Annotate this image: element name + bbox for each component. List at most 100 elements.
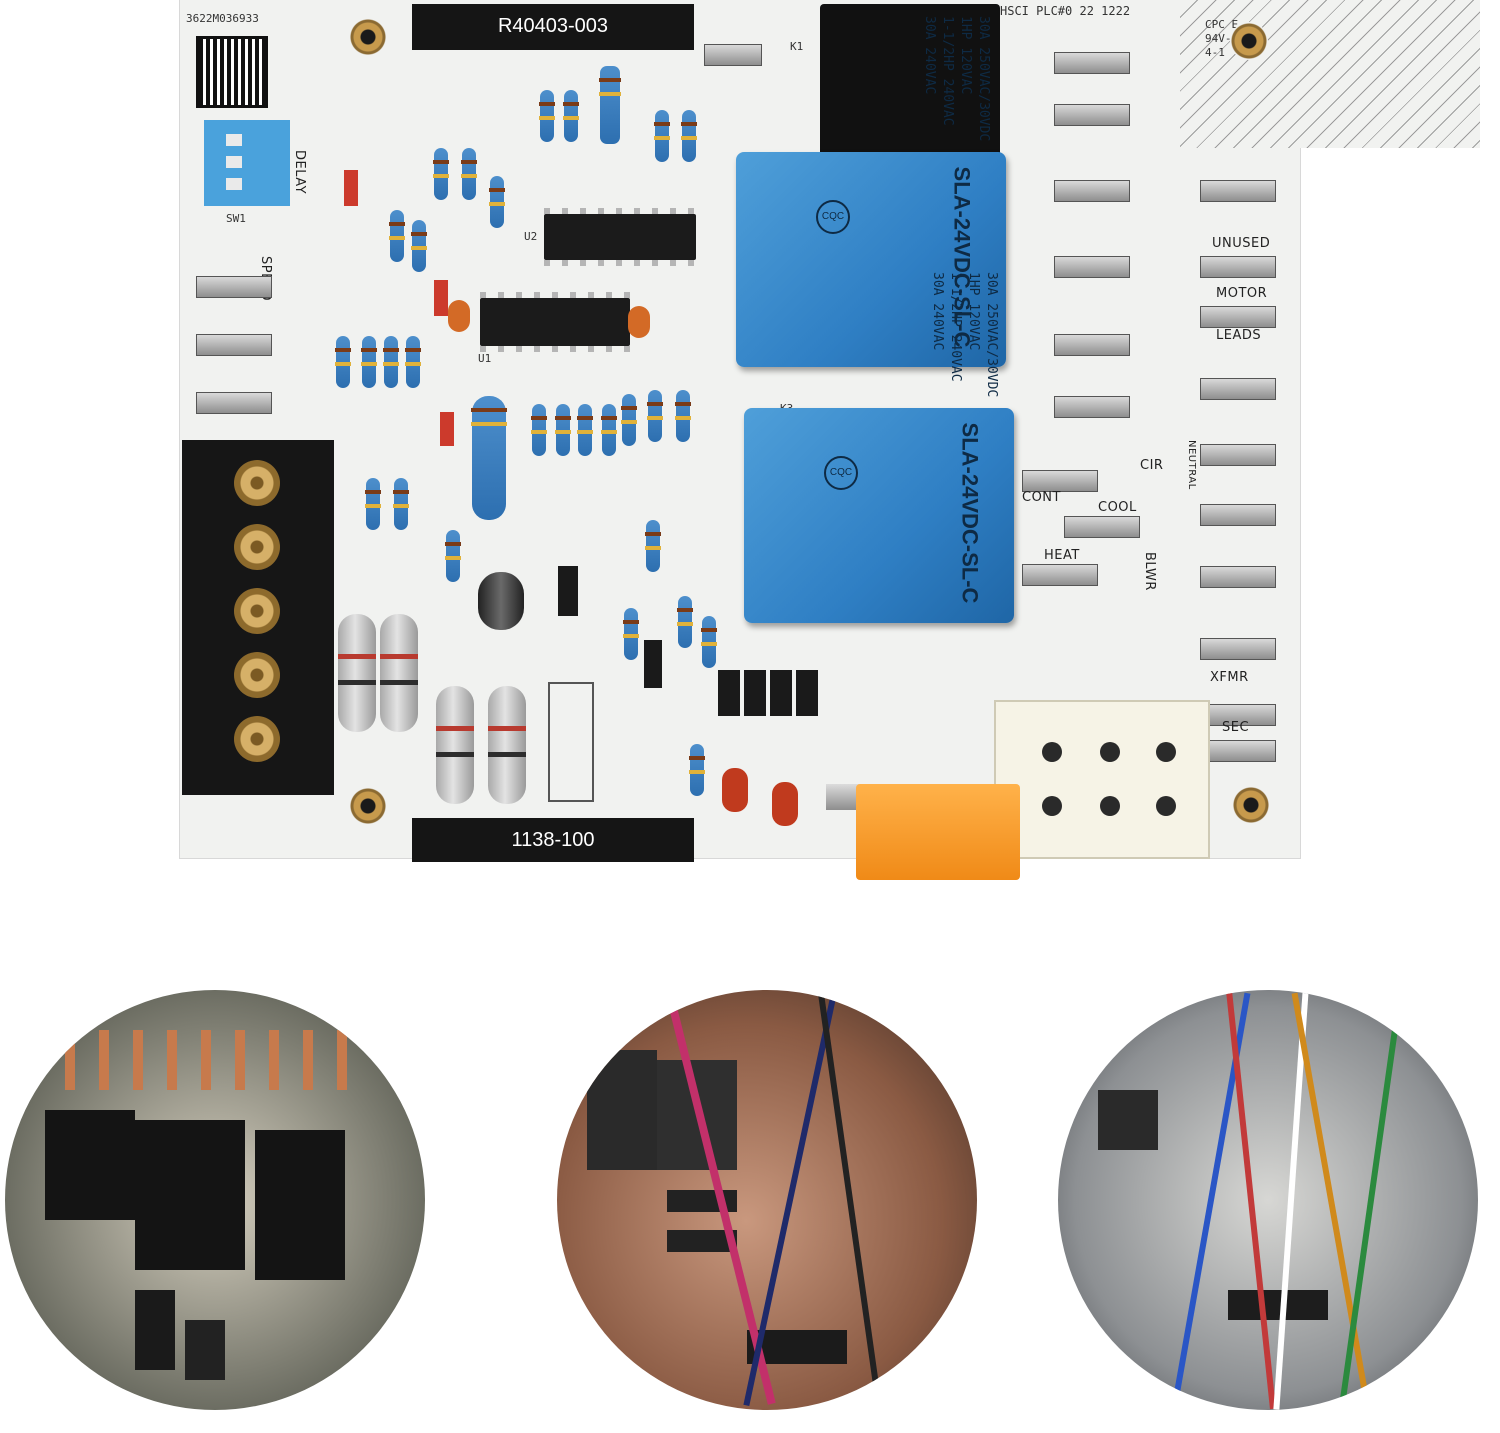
resistor [675, 390, 691, 442]
varistor [722, 768, 748, 812]
wire-connectors [65, 1030, 365, 1090]
leads-label: LEADS [1216, 328, 1262, 343]
spade-terminal [1200, 504, 1276, 526]
spade-terminal [196, 334, 272, 356]
ic-label-u1: U1 [478, 352, 492, 365]
spade-terminal [1022, 470, 1098, 492]
relay-shape [587, 1050, 657, 1170]
resistor [531, 404, 547, 456]
screw-icon [234, 460, 280, 506]
spade-terminal [1054, 334, 1130, 356]
spade-terminal [1200, 306, 1276, 328]
ic-chip-u1 [480, 292, 630, 352]
resistor [647, 390, 663, 442]
resistor [489, 176, 505, 228]
relay-k1-housing [820, 4, 1000, 169]
spade-terminal [1200, 256, 1276, 278]
ic-shape [667, 1230, 737, 1252]
mounting-hole [1232, 786, 1270, 824]
resistor [623, 608, 639, 660]
screw-icon [234, 716, 280, 762]
diode [718, 670, 740, 716]
six-pin-connector [994, 700, 1210, 859]
installed-board-photo-3 [1058, 990, 1478, 1410]
cqc-badge: CQC [816, 200, 850, 234]
ceramic-capacitor [628, 306, 650, 338]
resistor [361, 336, 377, 388]
resistor [601, 404, 617, 456]
installed-board-photo-1 [5, 990, 425, 1410]
relay-model-text: SLA-24VDC-SL-C [957, 422, 983, 604]
resistor [393, 478, 409, 530]
resistor [555, 404, 571, 456]
cool-label: COOL [1098, 500, 1137, 515]
ic-label-u2: U2 [524, 230, 538, 243]
relay-rating-text: 30A 250VAC/30VDC 1HP 120VAC 1-1/2HP 240V… [920, 16, 992, 166]
screw-icon [234, 524, 280, 570]
resistor [577, 404, 593, 456]
power-resistor [380, 614, 418, 732]
qr-code-icon [196, 36, 268, 108]
rating-line: 1HP 120VAC [958, 16, 973, 95]
rating-line: 30A 250VAC/30VDC [984, 272, 999, 398]
cert-line: 94V-0 [1205, 32, 1239, 45]
rating-line: 30A 240VAC [930, 272, 945, 351]
component-outline [548, 682, 594, 802]
resistor [701, 616, 717, 668]
spade-terminal [1054, 52, 1130, 74]
resistor [433, 148, 449, 200]
header-text: HSCI PLC#0 22 1222 [1000, 4, 1131, 18]
blwr-label: BLWR [1142, 552, 1157, 591]
cont-label: CONT [1022, 490, 1061, 505]
ceramic-capacitor [448, 300, 470, 332]
mounting-hole [349, 18, 387, 56]
terminal-block-shape [1228, 1290, 1328, 1320]
rating-line: 1-1/2HP 240VAC [940, 16, 955, 126]
spade-terminal [1054, 256, 1130, 278]
rating-line: 30A 240VAC [922, 16, 937, 95]
sec-label: SEC [1222, 720, 1250, 735]
resistor [335, 336, 351, 388]
mounting-hole [1230, 22, 1268, 60]
cir-label: CIR [1140, 458, 1164, 473]
cqc-badge: CQC [824, 456, 858, 490]
rating-line: 1-1/2HP 240VAC [948, 272, 963, 382]
resistor [383, 336, 399, 388]
delay-label: DELAY [292, 150, 307, 195]
diode [558, 566, 578, 616]
switch-id: SW1 [226, 212, 246, 225]
power-resistor [338, 614, 376, 732]
mounting-hole [349, 787, 387, 825]
wire [1226, 990, 1276, 1410]
spade-terminal [704, 44, 762, 66]
unused-label: UNUSED [1212, 236, 1271, 251]
resistor [599, 66, 621, 144]
cert-line: CPC E [1205, 18, 1239, 31]
spade-terminal [1054, 180, 1130, 202]
wire [1338, 991, 1404, 1409]
spade-terminal [1200, 740, 1276, 762]
relay-shape [1098, 1090, 1158, 1150]
rating-line: 30A 250VAC/30VDC [976, 16, 991, 142]
relay-lower: SLA-24VDC-SL-C 30A 250VAC/30VDC 1HP 120V… [744, 272, 1014, 623]
resistor [461, 148, 477, 200]
spade-terminal [1200, 180, 1276, 202]
resistor [681, 110, 697, 162]
zener-diode [344, 170, 358, 206]
relay-shape [135, 1120, 245, 1270]
resistor [365, 478, 381, 530]
resistor [654, 110, 670, 162]
heat-label: HEAT [1044, 548, 1080, 563]
resistor [677, 596, 693, 648]
relay-upper: SLA-24VDC-SL-C 30A 250VAC/30VDC 1HP 120V… [736, 16, 1006, 367]
zener-diode [440, 412, 454, 446]
spade-terminal [1054, 104, 1130, 126]
spade-terminal [1200, 378, 1276, 400]
electrolytic-capacitor [478, 572, 524, 630]
diode [770, 670, 792, 716]
diode [744, 670, 766, 716]
board-code-label: 1138-100 [412, 818, 694, 862]
relay-shape [45, 1110, 135, 1220]
spade-terminal [196, 392, 272, 414]
power-resistor [436, 686, 474, 804]
